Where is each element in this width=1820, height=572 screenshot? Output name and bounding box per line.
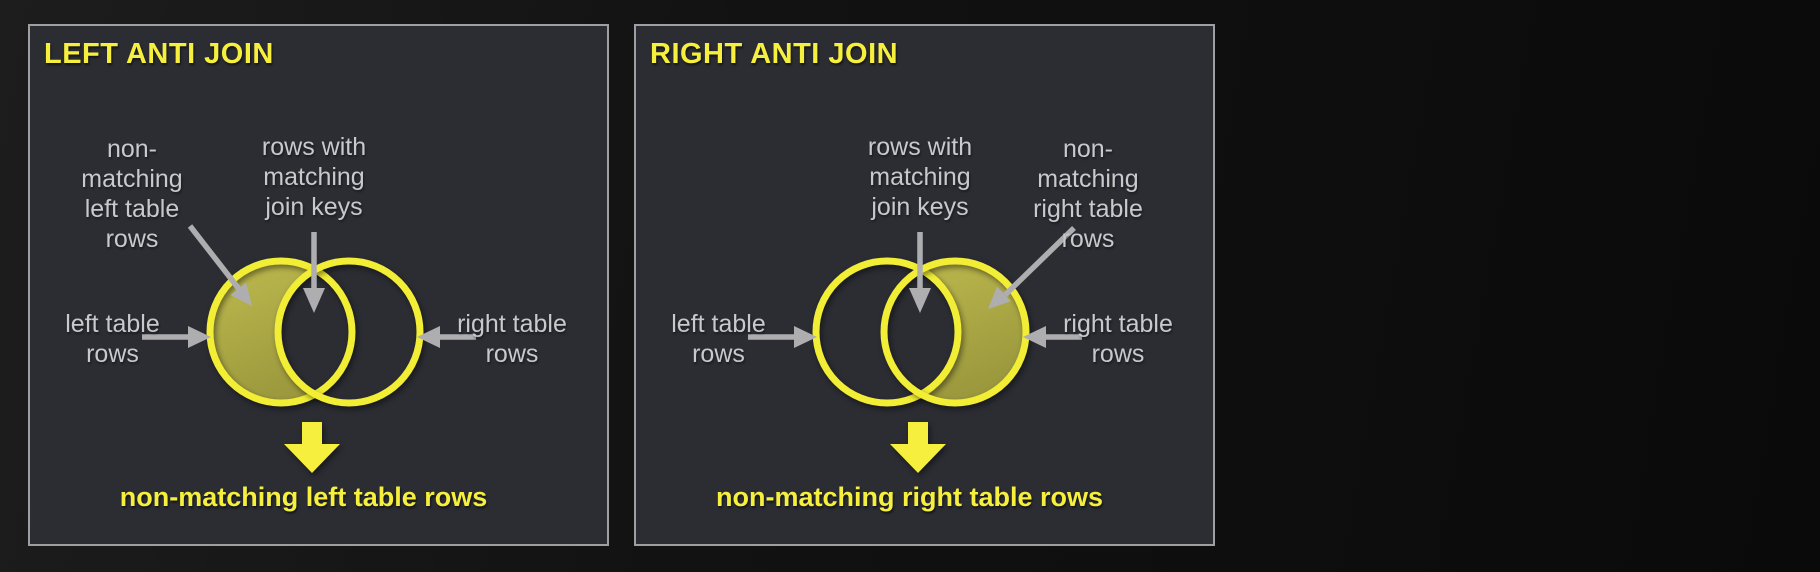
arrow-right-table — [417, 326, 476, 348]
label-right-table-rows: right table rows — [457, 310, 567, 368]
venn-diagram-left-anti — [142, 224, 476, 473]
left-circle — [206, 257, 356, 407]
arrow-left-table — [142, 326, 211, 348]
arrow-left-table — [748, 326, 817, 348]
left-circle — [812, 257, 962, 407]
result-down-arrow — [890, 422, 946, 473]
arrow-matching-keys — [303, 232, 325, 313]
label-left-table-rows: left table rows — [65, 310, 160, 368]
result-down-arrow — [284, 422, 340, 473]
panel-title: LEFT ANTI JOIN — [44, 38, 274, 70]
arrow-matching-keys — [909, 232, 931, 313]
join-diagrams: LEFT ANTI JOIN non- matching left table … — [28, 24, 1215, 546]
label-matching-join-keys: rows with matching join keys — [261, 133, 367, 221]
arrow-right-table — [1023, 326, 1082, 348]
right-circle — [274, 257, 424, 407]
label-left-table-rows: left table rows — [671, 310, 766, 368]
panel-right-anti-join: RIGHT ANTI JOIN rows with matching join … — [634, 24, 1215, 546]
panel-left-anti-join: LEFT ANTI JOIN non- matching left table … — [28, 24, 609, 546]
right-circle — [880, 257, 1030, 407]
result-label: non-matching right table rows — [715, 482, 1103, 512]
label-matching-join-keys: rows with matching join keys — [867, 133, 973, 221]
arrow-non-matching — [187, 224, 252, 306]
result-label: non-matching left table rows — [119, 482, 488, 512]
venn-diagram-right-anti — [748, 226, 1082, 473]
arrow-non-matching — [988, 226, 1076, 309]
panel-title: RIGHT ANTI JOIN — [650, 38, 899, 70]
label-non-matching-right: non- matching right table rows — [1033, 135, 1143, 253]
label-right-table-rows: right table rows — [1063, 310, 1173, 368]
label-non-matching-left: non- matching left table rows — [81, 135, 183, 253]
